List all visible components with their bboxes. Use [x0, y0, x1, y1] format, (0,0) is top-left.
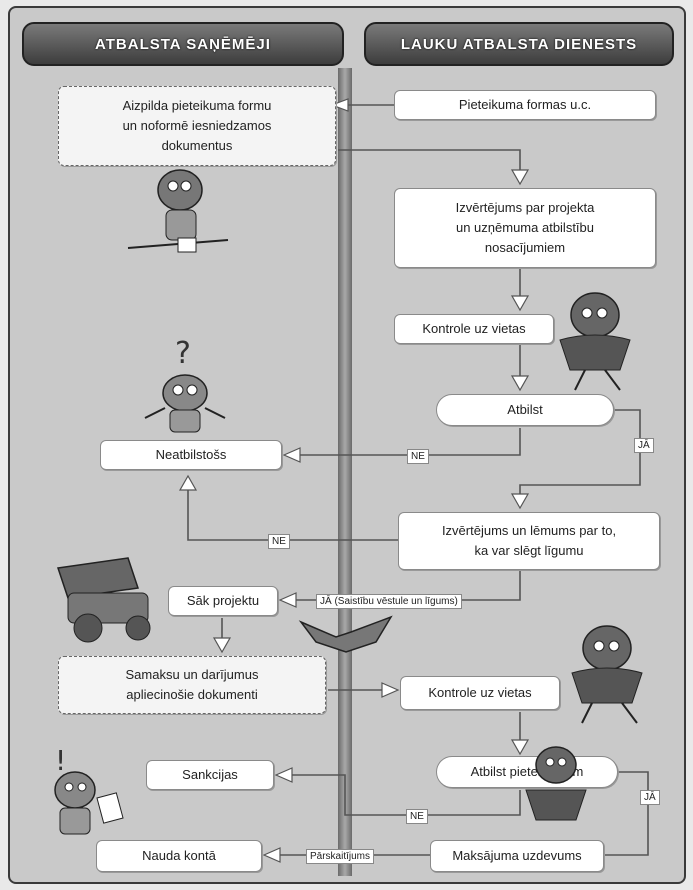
- box-text: Sāk projektu: [186, 593, 260, 608]
- inspector-character-illustration: [559, 292, 631, 391]
- arrowhead: [510, 739, 530, 756]
- handshake-illustration: [298, 615, 393, 653]
- payment-order-box: Maksājuma uzdevums: [430, 840, 604, 872]
- sanctions-box: Sankcijas: [146, 760, 274, 790]
- arrowhead: [510, 493, 530, 510]
- arrowhead: [274, 767, 293, 783]
- arrowhead: [381, 682, 400, 698]
- header-rural-support-service: LAUKU ATBALSTA DIENESTS: [364, 22, 674, 66]
- box-text: Pieteikuma formas u.c.: [458, 97, 592, 112]
- svg-text:?: ?: [175, 338, 191, 371]
- application-forms-box: Pieteikuma formas u.c.: [394, 90, 656, 120]
- header-support-recipients: ATBALSTA SAŅĒMĒJI: [22, 22, 344, 66]
- label-yes-obligation-letter: JĀ (Saistību vēstule un līgums): [316, 594, 462, 609]
- connector-line: [605, 771, 649, 856]
- box-text-line: apliecinošie dokumenti: [126, 687, 258, 702]
- label-yes: JĀ: [640, 790, 660, 805]
- box-text: Kontrole uz vietas: [422, 321, 526, 336]
- label-transfer: Pārskaitījums: [306, 849, 375, 864]
- box-text: Kontrole uz vietas: [428, 685, 532, 700]
- document-character-illustration: !: [54, 744, 124, 835]
- box-text-line: un uzņēmuma atbilstību: [455, 220, 595, 235]
- box-text: Sankcijas: [182, 767, 238, 782]
- arrowhead: [330, 98, 349, 112]
- label-no: NE: [406, 809, 428, 824]
- box-text-line: nosacījumiem: [484, 240, 566, 255]
- connector-line: [187, 488, 400, 541]
- arrowhead: [212, 637, 232, 654]
- payment-documents-box: Samaksu un darījumus apliecinošie dokume…: [58, 656, 326, 714]
- arrowhead: [178, 474, 198, 491]
- box-text-line: Samaksu un darījumus: [125, 667, 259, 682]
- label-no: NE: [407, 449, 429, 464]
- fill-application-box: Aizpilda pieteikuma formu un noformē ies…: [58, 86, 336, 166]
- inspector-character-illustration-2: [571, 625, 643, 724]
- arrowhead: [282, 447, 301, 463]
- box-text: Maksājuma uzdevums: [452, 848, 582, 863]
- column-divider: [338, 68, 352, 876]
- money-in-account-box: Nauda kontā: [96, 840, 262, 872]
- evaluation-box: Izvērtējums par projekta un uzņēmuma atb…: [394, 188, 656, 268]
- arrowhead: [510, 295, 530, 312]
- decision-box: Izvērtējums un lēmums par to, ka var slē…: [398, 512, 660, 570]
- box-text-line: Izvērtējums un lēmums par to,: [441, 523, 617, 538]
- onsite-control-box-1: Kontrole uz vietas: [394, 314, 554, 344]
- car-character-illustration: [57, 557, 151, 643]
- box-text-line: ka var slēgt līgumu: [474, 543, 584, 558]
- question-character-illustration: ?: [144, 338, 226, 433]
- box-text: Nauda kontā: [142, 848, 216, 863]
- connector-line: [300, 428, 521, 456]
- worker-character-illustration: [525, 746, 587, 821]
- box-text: Atbilst: [507, 402, 543, 417]
- connector-line: [290, 774, 521, 816]
- box-text-line: un noformē iesniedzamos: [122, 118, 272, 133]
- reading-character-illustration: [127, 169, 229, 253]
- box-text: Neatbilstošs: [155, 447, 227, 462]
- arrowhead: [510, 375, 530, 392]
- label-yes: JĀ: [634, 438, 654, 453]
- start-project-box: Sāk projektu: [168, 586, 278, 616]
- box-text-line: Izvērtējums par projekta: [455, 200, 595, 215]
- arrowhead: [262, 847, 281, 863]
- connector-line: [519, 409, 641, 496]
- compliant-box: Atbilst: [436, 394, 614, 426]
- box-text-line: dokumentus: [161, 138, 233, 153]
- label-no: NE: [268, 534, 290, 549]
- arrowhead: [510, 169, 530, 186]
- connector-line: [338, 149, 521, 172]
- box-text-line: Aizpilda pieteikuma formu: [122, 98, 272, 113]
- onsite-control-box-2: Kontrole uz vietas: [400, 676, 560, 710]
- non-compliant-box: Neatbilstošs: [100, 440, 282, 470]
- svg-text:!: !: [55, 744, 66, 777]
- arrowhead: [278, 592, 297, 608]
